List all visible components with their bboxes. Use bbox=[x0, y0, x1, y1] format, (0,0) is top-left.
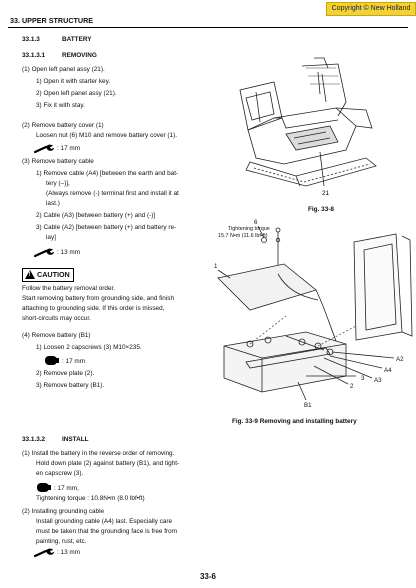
caution-label: CAUTION bbox=[37, 270, 70, 279]
callout-2: 2 bbox=[350, 383, 354, 390]
tool-size-4: : 17 mm, bbox=[54, 485, 79, 492]
subsubsection-title: REMOVING bbox=[62, 52, 97, 59]
caution-box: ! CAUTION bbox=[22, 268, 74, 282]
wrench-icon bbox=[34, 548, 54, 558]
subsubsection-number: 33.1.3.1 bbox=[22, 52, 46, 59]
step-4: (4) Remove battery (B1) bbox=[22, 332, 91, 339]
page-number: 33-6 bbox=[199, 572, 216, 581]
callout-6: 6 bbox=[254, 219, 258, 226]
figure-33-9-caption: Fig. 33-9 Removing and installing batter… bbox=[232, 418, 357, 425]
install-step-1-line-c: en capscrew (3). bbox=[36, 470, 84, 477]
caution-line: short-circuits may occur. bbox=[22, 315, 91, 322]
step-4-3: 3) Remove battery (B1). bbox=[36, 382, 105, 389]
torque-label-line-2: 15.7 N•m (11.6 lbf•ft) bbox=[218, 233, 268, 239]
step-3-3-line-a: 3) Cable (A2) [between battery (+) and b… bbox=[36, 224, 177, 231]
header-rule bbox=[8, 27, 408, 28]
figure-33-8-caption: Fig. 33-8 bbox=[308, 206, 334, 213]
step-3-1-line-c: (Always remove (-) terminal first and in… bbox=[46, 190, 179, 197]
figure-33-9-battery: Tightening torque 15.7 N•m (11.6 lbf•ft)… bbox=[214, 219, 413, 409]
step-3-1-line-d: last.) bbox=[46, 200, 60, 207]
step-3-1-line-a: 1) Remove cable (A4) [between the earth … bbox=[36, 170, 179, 177]
install-step-1-line-b: Hold down plate (2) against battery (B1)… bbox=[36, 460, 180, 467]
callout-A4: A4 bbox=[384, 367, 392, 374]
install-step-2-line-b: must be taken that the grounding face is… bbox=[36, 528, 178, 535]
callout-A2: A2 bbox=[396, 356, 404, 363]
step-1-2: 2) Open left panel assy (21). bbox=[36, 90, 117, 97]
caution-line: Follow the battery removal order. bbox=[22, 285, 116, 292]
tool-size-2: : 13 mm bbox=[57, 249, 81, 256]
tightening-torque: Tightening torque : 10.8N•m (8.0 lbf•ft) bbox=[36, 495, 145, 502]
install-step-2: (2) Installing grounding cable bbox=[22, 508, 105, 515]
step-1-3: 3) Fix it with stay. bbox=[36, 102, 85, 109]
section-header: 33. UPPER STRUCTURE bbox=[10, 16, 94, 25]
tool-size-5: : 13 mm bbox=[57, 549, 81, 556]
subsection-title: BATTERY bbox=[62, 36, 92, 43]
warning-triangle-icon bbox=[25, 270, 35, 279]
copyright-badge: Copyright © New Holland bbox=[326, 2, 416, 16]
socket-wrench-icon bbox=[37, 483, 51, 492]
figure-33-8-callout-21: 21 bbox=[322, 190, 330, 197]
step-3-1-line-b: tery (–)], bbox=[46, 180, 70, 187]
callout-3: 3 bbox=[361, 375, 365, 382]
step-1-1: 1) Open it with starter key. bbox=[36, 78, 111, 85]
step-4-1: 1) Loosen 2 capscrews (3) M10×235. bbox=[36, 344, 142, 351]
step-2: (2) Remove battery cover (1) bbox=[22, 122, 104, 129]
subsubsection-title: INSTALL bbox=[62, 436, 89, 443]
step-2-text: Loosen nut (6) M10 and remove battery co… bbox=[36, 132, 178, 139]
torque-label-line-1: Tightening torque bbox=[228, 226, 270, 232]
step-3-2: 2) Cable (A3) [between battery (+) and (… bbox=[36, 212, 156, 219]
install-step-2-line-a: Install grounding cable (A4) last. Espec… bbox=[36, 518, 173, 525]
caution-line: attaching to grounding side. If this ord… bbox=[22, 305, 165, 312]
caution-line: Start removing battery from grounding si… bbox=[22, 295, 175, 302]
callout-A3: A3 bbox=[374, 377, 382, 384]
tool-size-3: : 17 mm bbox=[62, 358, 86, 365]
callout-B1: B1 bbox=[304, 402, 312, 409]
socket-wrench-icon bbox=[45, 356, 59, 365]
tool-size-1: : 17 mm bbox=[57, 145, 81, 152]
step-1: (1) Open left panel assy (21). bbox=[22, 66, 105, 73]
wrench-icon bbox=[34, 144, 54, 154]
step-3: (3) Remove battery cable bbox=[22, 158, 94, 165]
step-3-3-line-b: lay] bbox=[46, 234, 56, 241]
wrench-icon bbox=[34, 248, 54, 258]
subsection-number: 33.1.3 bbox=[22, 36, 40, 43]
step-4-2: 2) Remove plate (2). bbox=[36, 370, 95, 377]
install-step-2-line-c: painting, rust, etc. bbox=[36, 538, 87, 545]
figure-33-8-excavator: 21 bbox=[239, 57, 377, 197]
subsubsection-number: 33.1.3.2 bbox=[22, 436, 46, 443]
callout-1: 1 bbox=[214, 263, 218, 270]
install-step-1-line-a: (1) Install the battery in the reverse o… bbox=[22, 450, 175, 457]
